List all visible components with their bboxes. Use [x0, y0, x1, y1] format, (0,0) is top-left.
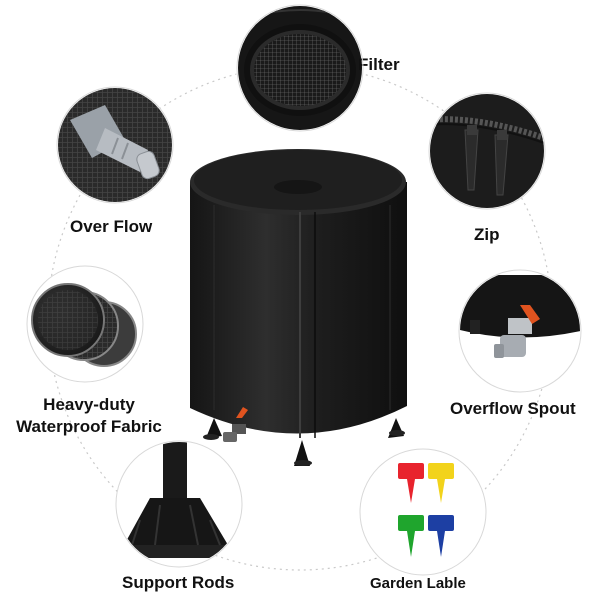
overflow-spout-label: Overflow Spout — [450, 399, 576, 418]
support-rods-label: Support Rods — [122, 573, 234, 592]
filter-detail — [236, 4, 364, 132]
overflow-spout-detail — [459, 270, 581, 392]
fabric-label-line1: Heavy-duty — [43, 395, 135, 414]
zip-label: Zip — [474, 225, 500, 244]
garden-lable-label: Garden Lable — [370, 575, 466, 592]
over-flow-detail — [57, 87, 173, 203]
detail-circle-outlines — [26, 4, 582, 576]
zip-detail — [429, 93, 545, 209]
fabric-label-line2: Waterproof Fabric — [16, 417, 162, 436]
garden-lable-detail — [360, 449, 486, 575]
filter-label: Filter — [358, 55, 400, 74]
fabric-detail — [27, 266, 143, 382]
support-rods-detail — [116, 441, 242, 567]
water-tank — [190, 149, 407, 466]
over-flow-label: Over Flow — [70, 217, 153, 236]
